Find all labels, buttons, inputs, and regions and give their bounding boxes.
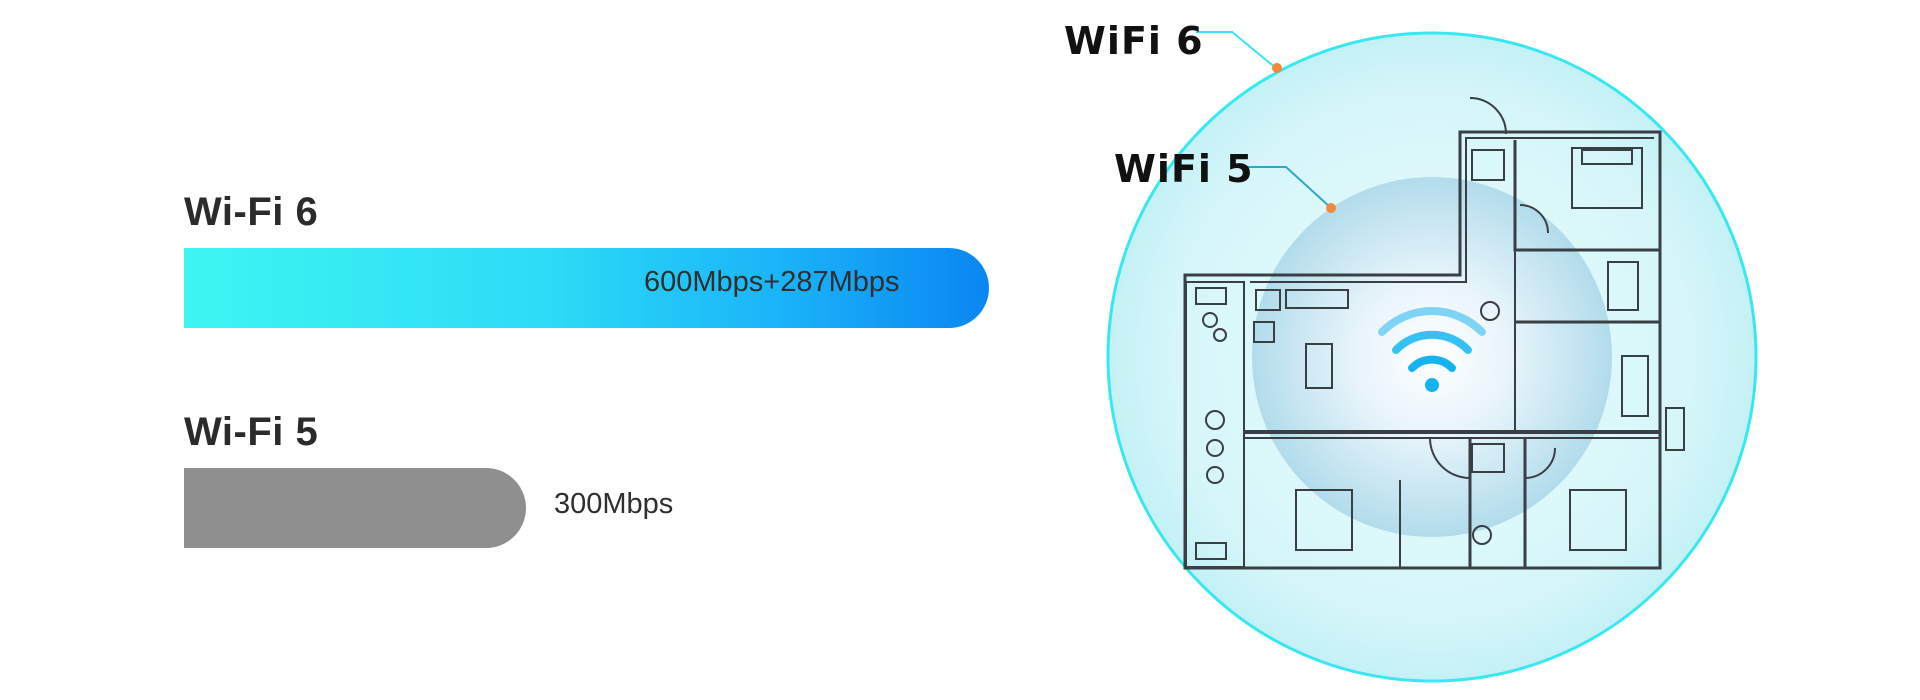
wifi-signal-icon xyxy=(1378,306,1486,392)
wifi6-callout-line xyxy=(1196,31,1277,69)
wifi5-speed-value: 300Mbps xyxy=(554,488,674,520)
wifi5-callout-dot xyxy=(1326,203,1336,213)
wifi5-speed-bar xyxy=(184,468,526,548)
wifi5-callout-line xyxy=(1246,166,1331,208)
wifi6-callout-label: WiFi 6 xyxy=(1064,19,1204,63)
wifi5-label: Wi-Fi 5 xyxy=(184,410,319,454)
wifi6-speed-bar xyxy=(184,248,989,328)
wifi6-label: Wi-Fi 6 xyxy=(184,190,319,234)
wifi5-callout-label: WiFi 5 xyxy=(1114,147,1254,191)
floor-plan-icon xyxy=(1183,97,1685,570)
wifi6-speed-value: 600Mbps+287Mbps xyxy=(644,266,900,298)
wifi6-callout-dot xyxy=(1272,63,1282,73)
